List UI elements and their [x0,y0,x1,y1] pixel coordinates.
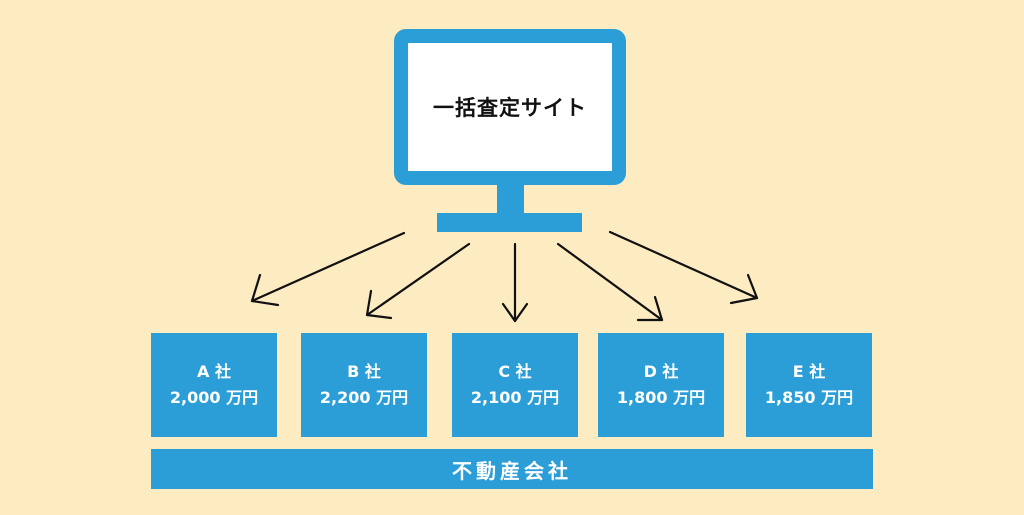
realtor-bar-label: 不動産会社 [452,458,572,483]
realtor-bar: 不動産会社 [151,449,873,489]
company-name: B 社 [347,362,381,381]
arrow-to-company-a [250,231,406,307]
company-box-d: D 社 1,800 万円 [598,333,724,437]
company-name: D 社 [643,362,679,381]
company-amount: 1,850 万円 [764,388,854,407]
company-amount: 2,200 万円 [319,388,409,407]
monitor-screen: 一括査定サイト [408,43,612,171]
arrow-to-company-d [556,242,664,322]
company-amount: 2,100 万円 [470,388,560,407]
monitor-neck [497,185,524,214]
company-amount: 1,800 万円 [616,388,706,407]
company-box-e: E 社 1,850 万円 [746,333,872,437]
company-box-a: A 社 2,000 万円 [151,333,277,437]
monitor-icon: 一括査定サイト [394,29,626,185]
company-name: E 社 [792,362,826,381]
arrow-to-company-e [608,230,759,305]
company-box-b: B 社 2,200 万円 [301,333,427,437]
arrow-to-company-b [365,242,471,320]
company-name: A 社 [197,362,231,381]
arrow-to-company-c [501,242,529,323]
site-title: 一括査定サイト [433,96,587,120]
company-amount: 2,000 万円 [169,388,259,407]
monitor-base [437,213,582,232]
company-name: C 社 [498,362,532,381]
company-box-c: C 社 2,100 万円 [452,333,578,437]
